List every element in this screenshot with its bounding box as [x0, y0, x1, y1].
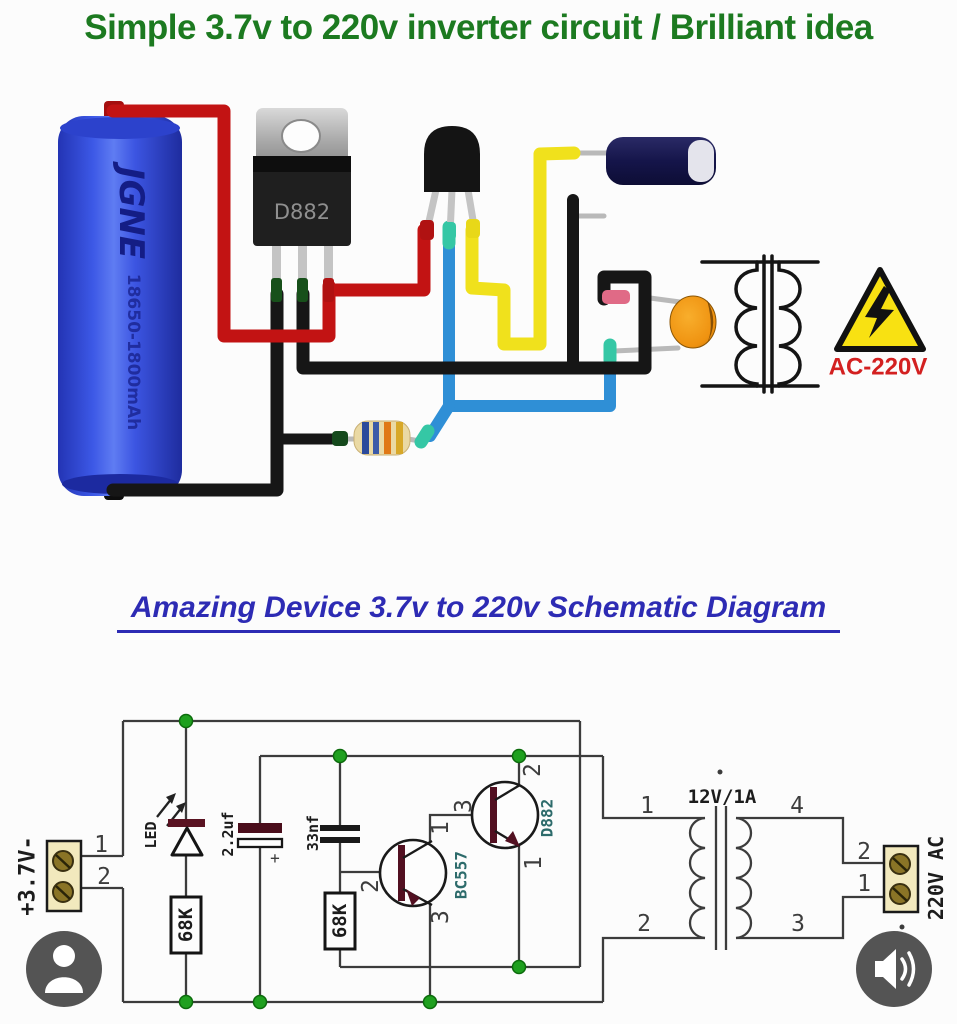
base-drive-red-wire — [322, 223, 431, 297]
secondary-winding — [735, 816, 752, 940]
speaker-icon — [875, 949, 916, 989]
battery-positive-wire — [106, 104, 336, 343]
resistor-r1-value: 68K — [175, 907, 197, 942]
output-voltage-label: 220V AC — [924, 836, 948, 920]
transistor-q1-bc557: 2 1 3 BC557 — [358, 821, 471, 924]
battery-18650: JGNE 18650-1800mAh — [58, 101, 182, 500]
output-pin-top-label: 2 — [857, 839, 871, 865]
q1-pin-base: 2 — [358, 879, 384, 893]
page-title: Simple 3.7v to 220v inverter circuit / B… — [84, 8, 873, 47]
capacitor-c2-value: 33nf — [304, 815, 322, 851]
capacitor-c1: 2.2uf + — [219, 811, 284, 868]
supply-voltage-label: +3.7V- — [16, 836, 41, 915]
pnp-arrow-icon — [406, 889, 420, 906]
led-label: LED — [142, 821, 160, 848]
green-sleeve — [332, 431, 348, 446]
warning-voltage-label: AC-220V — [829, 354, 928, 381]
battery-model-text: 18650-1800mAh — [123, 274, 143, 431]
yellow-wire — [465, 146, 581, 351]
resistor-r2-value: 68K — [329, 903, 351, 938]
schematic-circuit: LED 68K 2.2uf + 33nf — [16, 713, 948, 1010]
avatar-button[interactable] — [26, 931, 102, 1007]
high-voltage-warning: AC-220V — [829, 267, 928, 381]
junction-dots — [178, 713, 527, 1010]
teal-sleeve — [443, 222, 456, 240]
transformer-labels: 12V/1A 1 2 4 3 — [637, 769, 805, 937]
resistor-r1: 68K — [169, 895, 203, 955]
npn-arrow-icon — [505, 831, 520, 847]
xfmr-pin4-label: 4 — [790, 793, 804, 819]
speaker-button[interactable] — [856, 931, 932, 1007]
q2-pin-collector: 2 — [520, 763, 546, 777]
schematic-wires — [82, 719, 884, 1004]
red-sleeve — [420, 220, 434, 240]
pictorial-circuit: JGNE 18650-1800mAh — [58, 101, 927, 500]
output-pin-bottom-label: 1 — [857, 871, 871, 897]
collector-output-wire — [296, 270, 652, 375]
yellow-sleeve — [466, 219, 480, 238]
battery-negative-wire — [106, 287, 284, 497]
input-terminal-block: +3.7V- 1 2 — [16, 832, 111, 916]
transistor-part-number: D882 — [274, 200, 330, 224]
black-wires — [106, 194, 652, 497]
red-wires — [106, 104, 431, 343]
pink-sleeve — [602, 290, 630, 304]
resistor-r2: 68K — [323, 891, 357, 951]
q2-pin-base: 3 — [451, 799, 477, 813]
led-arrow-icon — [166, 793, 176, 804]
transformer-symbol-pictorial — [700, 254, 820, 394]
transformer-symbol-schematic — [689, 806, 752, 950]
secondary-winding-pictorial — [777, 260, 802, 388]
transistor-q2-d882: 3 2 1 D882 — [451, 763, 557, 870]
input-pin2-label: 2 — [97, 864, 111, 890]
primary-winding-pictorial — [734, 260, 759, 388]
electrolytic-capacitor — [606, 137, 716, 185]
green-sleeve — [271, 278, 282, 302]
transformer-rating-label: 12V/1A — [688, 786, 757, 808]
xfmr-pin1-label: 1 — [640, 793, 654, 819]
q2-pin-emitter: 1 — [521, 856, 547, 870]
q1-pin-collector: 1 — [428, 821, 454, 835]
blue-wire — [424, 228, 616, 442]
red-sleeve — [323, 278, 334, 302]
q1-pin-emitter: 3 — [428, 910, 454, 924]
driver-transistor-to92 — [420, 126, 480, 240]
capacitor-c2: 33nf — [304, 815, 360, 851]
q1-part-number: BC557 — [452, 851, 471, 899]
xfmr-pin2-label: 2 — [637, 911, 651, 937]
primary-winding — [689, 816, 706, 940]
mounting-hole — [281, 119, 321, 153]
q2-part-number: D882 — [538, 799, 557, 838]
output-terminal-block: 220V AC 2 1 — [857, 836, 948, 930]
disc-capacitor — [669, 295, 717, 349]
capacitor-c1-polarity: + — [270, 849, 280, 868]
lightning-bolt-icon — [865, 286, 894, 338]
disc-capacitor-shadow — [706, 300, 714, 345]
capacitor-c1-value: 2.2uf — [219, 811, 237, 856]
xfmr-pin3-label: 3 — [791, 911, 805, 937]
led-arrow-icon — [176, 802, 186, 813]
led-symbol: LED — [142, 793, 205, 857]
person-icon — [45, 945, 83, 993]
power-transistor-d882: D882 — [253, 108, 351, 302]
green-sleeve — [297, 278, 308, 302]
resistor-pictorial — [353, 420, 411, 456]
schematic-section-title: Amazing Device 3.7v to 220v Schematic Di… — [0, 591, 957, 633]
battery-brand-text: JGNE — [111, 161, 151, 259]
input-pin1-label: 1 — [94, 832, 108, 858]
